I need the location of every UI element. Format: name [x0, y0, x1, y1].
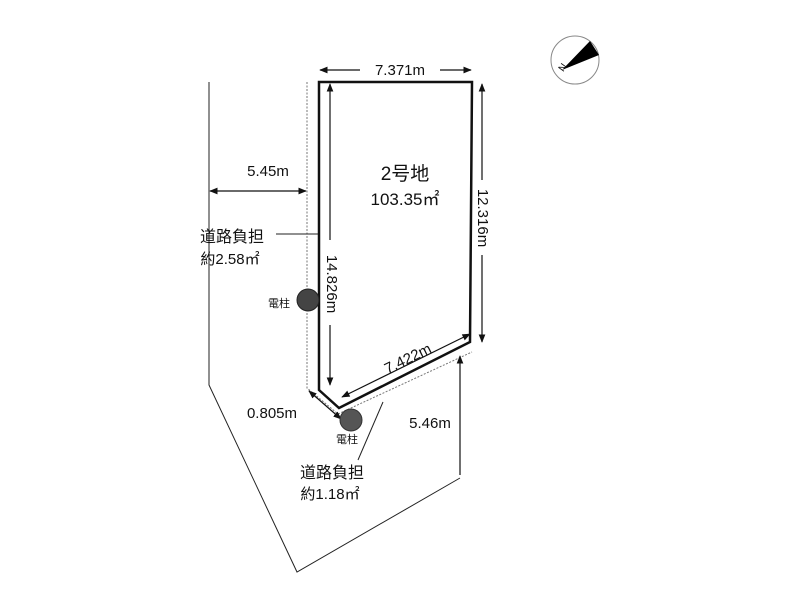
road-burden-left-label: 道路負担: [200, 228, 264, 246]
pole-left-label: 電柱: [268, 296, 290, 310]
dim-corner-label: 0.805m: [247, 405, 297, 422]
leader-line-bottom: [357, 401, 384, 461]
dim-road-bottom-label: 5.46m: [409, 415, 451, 432]
dim-top-label: 7.371m: [375, 62, 425, 79]
dim-right-label: 12.316m: [474, 189, 491, 247]
dim-corner-arrow: [308, 390, 342, 420]
pole-bottom-icon: [339, 408, 363, 432]
dim-left-label: 14.826m: [323, 255, 340, 313]
road-burden-left-area: 約2.58㎡: [200, 251, 259, 268]
road-burden-bottom-area: 約1.18㎡: [300, 486, 359, 503]
pole-left-icon: [296, 288, 320, 312]
road-burden-bottom-label: 道路負担: [300, 464, 364, 482]
dim-bottom-arrow: [341, 333, 471, 398]
pole-bottom-label: 電柱: [336, 432, 358, 446]
compass-icon: N: [550, 35, 600, 85]
dim-road-left-label: 5.45m: [247, 163, 289, 180]
road-boundary-line: [208, 82, 461, 573]
lot-area: 103.35㎡: [371, 190, 440, 209]
lot-name: 2号地: [381, 163, 430, 185]
